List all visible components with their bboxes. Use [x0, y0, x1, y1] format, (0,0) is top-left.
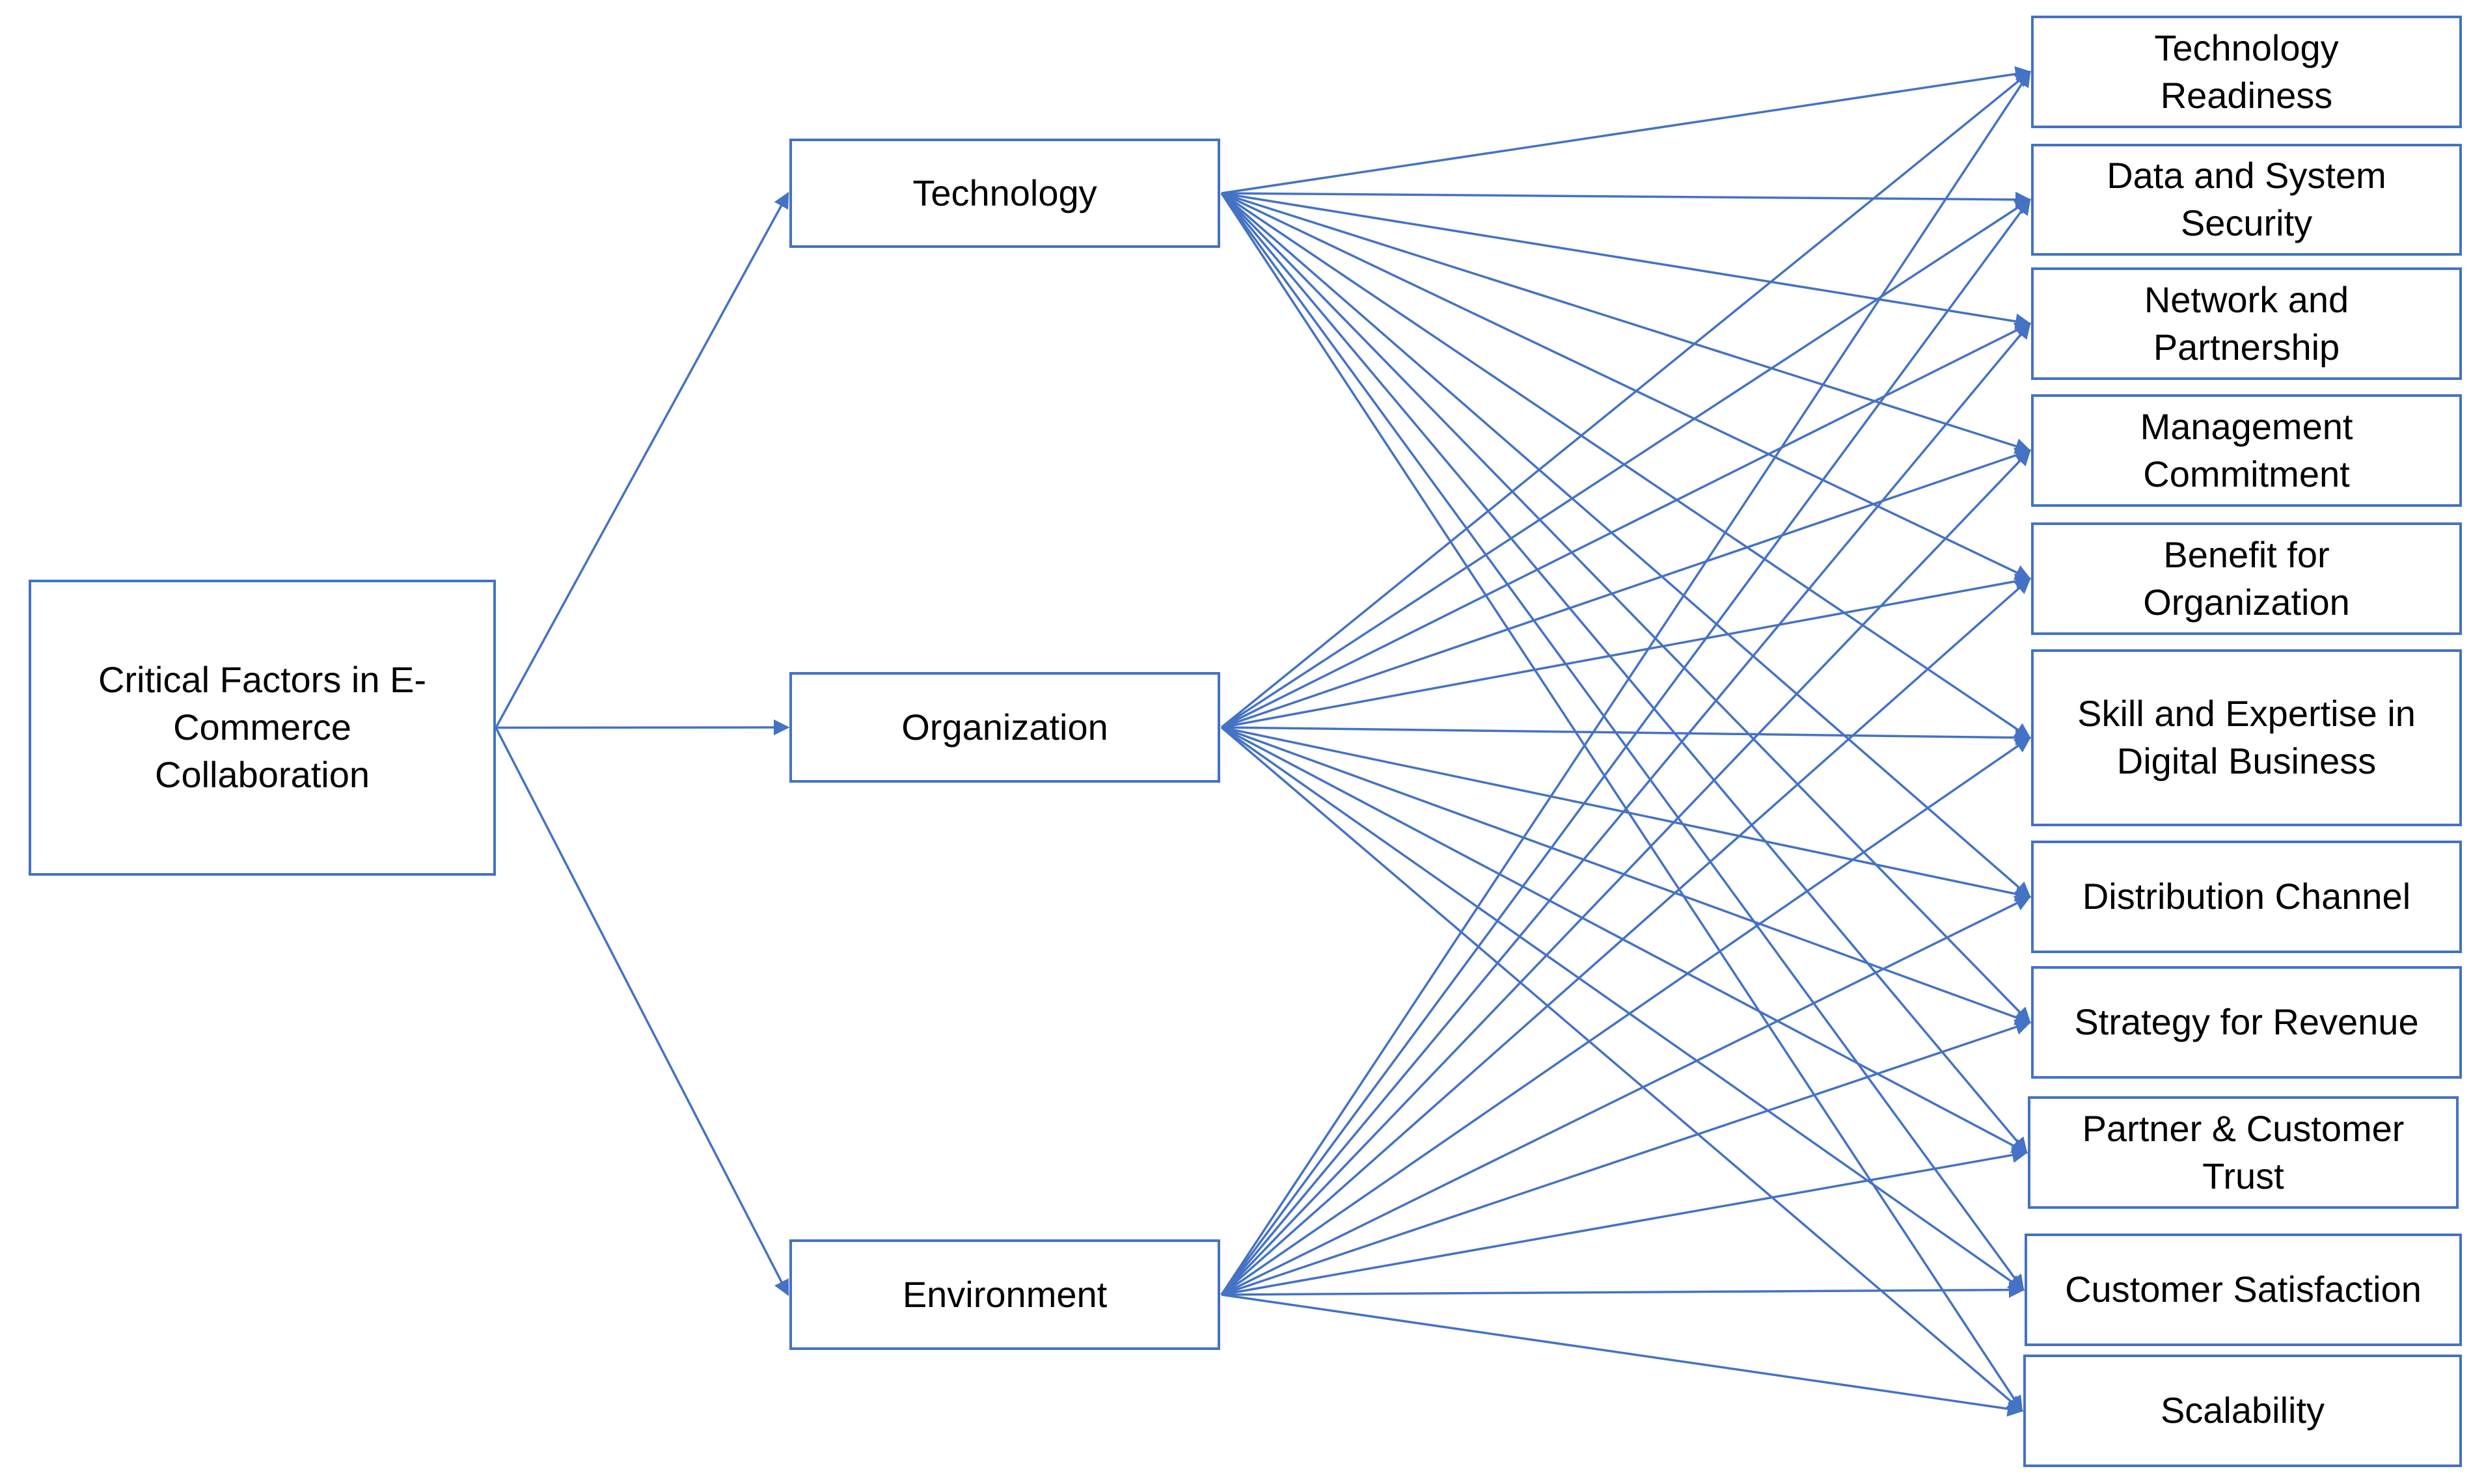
edge-category-0-to-factor-7 [1220, 192, 2031, 1024]
factor-network-and-partnership: Network and Partnership [2031, 267, 2462, 380]
edge-category-1-to-factor-9 [1220, 726, 2025, 1291]
edge-category-1-to-factor-4 [1221, 573, 2032, 729]
edge-root-to-category-0 [495, 191, 789, 729]
edge-category-0-to-factor-0 [1221, 66, 2032, 195]
edge-category-1-to-factor-3 [1221, 448, 2032, 729]
edge-category-1-to-factor-6 [1221, 726, 2032, 902]
edge-category-2-to-factor-8 [1221, 1147, 2028, 1296]
edge-category-0-to-factor-10 [1220, 193, 2023, 1412]
edge-category-2-to-factor-1 [1220, 198, 2031, 1296]
category-environment: Environment [789, 1239, 1220, 1350]
edge-category-1-to-factor-7 [1221, 726, 2032, 1025]
edge-category-1-to-factor-5 [1221, 726, 2032, 746]
edge-category-2-to-factor-4 [1220, 577, 2031, 1296]
factor-customer-satisfaction: Customer Satisfaction [2025, 1234, 2462, 1346]
edge-category-0-to-factor-2 [1221, 192, 2032, 330]
edge-category-0-to-factor-9 [1220, 192, 2025, 1291]
category-technology: Technology [789, 139, 1220, 248]
factor-scalability: Scalability [2023, 1355, 2462, 1467]
factor-strategy-for-revenue: Strategy for Revenue [2031, 966, 2462, 1079]
factor-technology-readiness: Technology Readiness [2031, 16, 2462, 128]
edge-category-0-to-factor-8 [1220, 192, 2028, 1154]
edge-category-2-to-factor-5 [1221, 736, 2032, 1296]
factor-benefit-for-organization: Benefit for Organization [2031, 522, 2462, 635]
factor-skill-and-expertise: Skill and Expertise in Digital Business [2031, 649, 2462, 826]
edge-category-2-to-factor-6 [1221, 895, 2032, 1296]
edge-category-1-to-factor-2 [1221, 322, 2032, 729]
edge-root-to-category-1 [495, 719, 790, 736]
edge-category-0-to-factor-5 [1221, 192, 2032, 739]
edge-category-0-to-factor-3 [1221, 192, 2032, 454]
edge-category-2-to-factor-9 [1221, 1282, 2025, 1298]
edge-category-0-to-factor-4 [1221, 192, 2032, 580]
root-node: Critical Factors in E- Commerce Collabor… [29, 580, 496, 876]
factor-partner-customer-trust: Partner & Customer Trust [2028, 1096, 2459, 1209]
factor-management-commitment: Management Commitment [2031, 394, 2462, 507]
edge-category-0-to-factor-6 [1220, 192, 2031, 898]
edge-category-1-to-factor-0 [1220, 70, 2031, 729]
edge-category-1-to-factor-8 [1221, 726, 2028, 1154]
edge-category-0-to-factor-1 [1221, 191, 2032, 208]
edge-category-2-to-factor-3 [1220, 449, 2031, 1296]
edge-category-1-to-factor-1 [1221, 198, 2032, 729]
edge-category-2-to-factor-7 [1221, 1019, 2032, 1296]
edge-category-2-to-factor-10 [1221, 1293, 2024, 1417]
edge-category-1-to-factor-10 [1220, 726, 2023, 1412]
edge-category-2-to-factor-2 [1220, 322, 2031, 1296]
category-organization: Organization [789, 672, 1220, 783]
edge-root-to-category-2 [495, 727, 789, 1297]
factor-data-and-system-security: Data and System Security [2031, 144, 2462, 256]
edge-category-2-to-factor-0 [1220, 70, 2031, 1295]
factor-distribution-channel: Distribution Channel [2031, 841, 2462, 953]
